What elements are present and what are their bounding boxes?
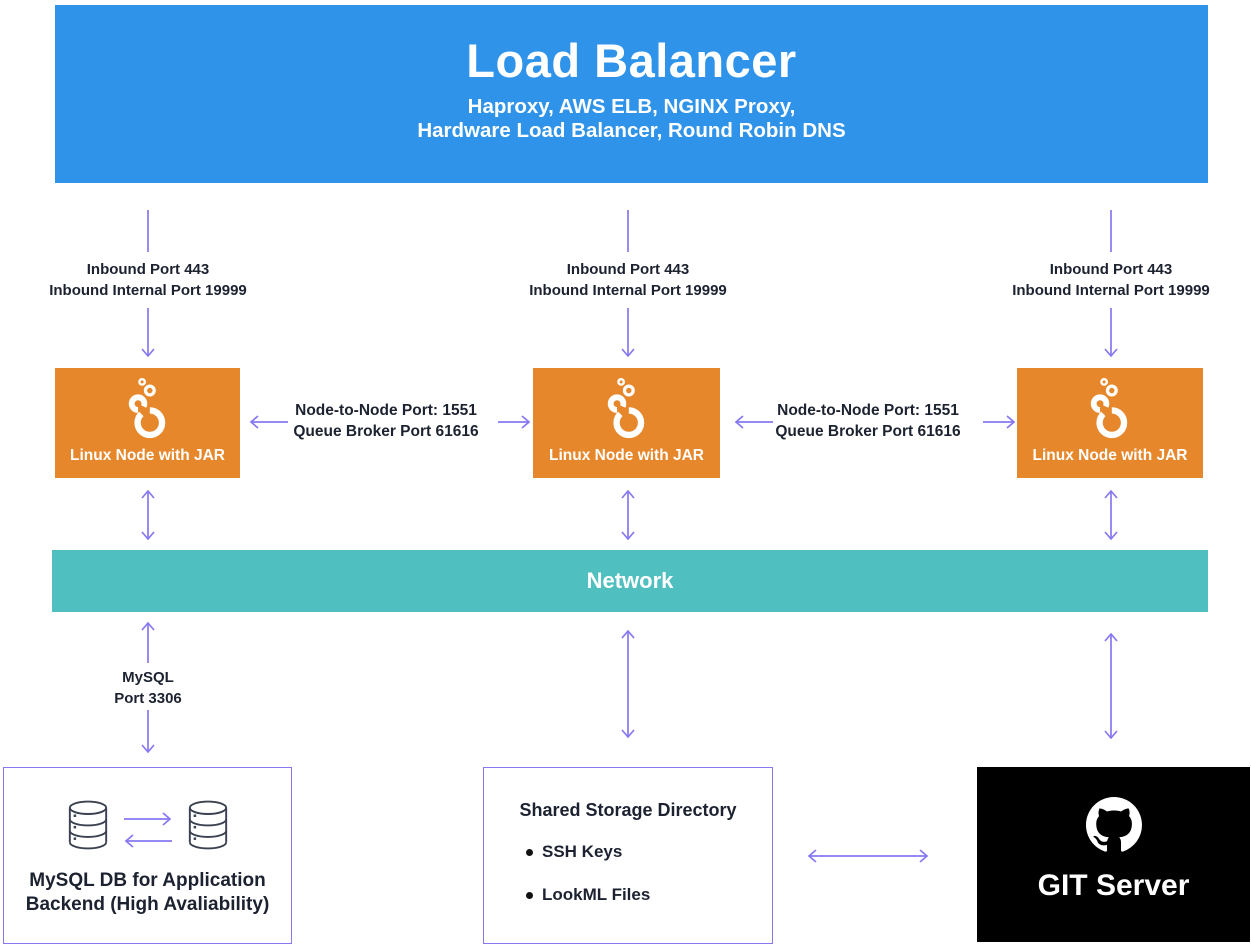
arrow-down-to-node-2 (621, 308, 635, 358)
load-balancer-box: Load Balancer Haproxy, AWS ELB, NGINX Pr… (55, 5, 1208, 183)
network-bar: Network (52, 550, 1208, 612)
inbound-port-443-text: Inbound Port 443 (566, 261, 690, 278)
node-link-arrow-right (983, 415, 1016, 429)
network-storage-arrow (621, 629, 635, 739)
looker-icon (607, 378, 644, 439)
mysql-link-arrow-up (141, 621, 155, 663)
replication-arrow-right (124, 812, 172, 826)
storage-git-arrow (807, 849, 929, 863)
lb-to-node-line-3 (1110, 210, 1112, 252)
node-network-arrow-3 (1104, 489, 1118, 541)
shared-storage-box: Shared Storage Directory SSH Keys LookML… (483, 767, 773, 944)
inbound-ports-label-1: Inbound Port 443 Inbound Internal Port 1… (8, 259, 288, 301)
node-to-node-label: Node-to-Node Port: 1551 Queue Broker Por… (768, 400, 968, 442)
inbound-port-443-text: Inbound Port 443 (86, 261, 210, 278)
node-to-node-label: Node-to-Node Port: 1551 Queue Broker Por… (286, 400, 486, 442)
mysql-db-label-line2: Backend (High Avaliability) (25, 894, 270, 915)
inbound-ports-label-3: Inbound Port 443 Inbound Internal Port 1… (971, 259, 1251, 301)
inbound-internal-port-text: Inbound Internal Port 19999 (529, 282, 727, 299)
bullet-icon (526, 848, 533, 856)
database-icon (68, 800, 108, 850)
linux-node-box-2: Linux Node with JAR (533, 368, 720, 478)
storage-item-ssh-keys: SSH Keys (526, 842, 622, 862)
node-link-arrow-left (249, 415, 288, 429)
storage-item-lookml-files: LookML Files (526, 885, 650, 905)
load-balancer-title: Load Balancer (466, 34, 797, 87)
linux-node-box-3: Linux Node with JAR (1017, 368, 1203, 478)
linux-node-label: Linux Node with JAR (70, 447, 225, 464)
inbound-port-443-text: Inbound Port 443 (1049, 261, 1173, 278)
storage-item-label: LookML Files (542, 885, 651, 904)
storage-item-label: SSH Keys (542, 842, 623, 861)
node-network-arrow-2 (621, 489, 635, 541)
arrow-down-to-node-3 (1104, 308, 1118, 358)
load-balancer-subtitle-line1: Haproxy, AWS ELB, NGINX Proxy, (467, 95, 796, 118)
bullet-icon (526, 891, 533, 899)
mysql-db-box: MySQL DB for Application Backend (High A… (3, 767, 292, 944)
linux-node-box-1: Linux Node with JAR (55, 368, 240, 478)
network-label: Network (586, 568, 674, 593)
node-network-arrow-1 (141, 489, 155, 541)
inbound-internal-port-text: Inbound Internal Port 19999 (1012, 282, 1210, 299)
mysql-text: MySQL (122, 669, 174, 686)
mysql-db-label-line1: MySQL DB for Application (29, 870, 266, 891)
storage-title: Shared Storage Directory (519, 800, 737, 820)
lb-to-node-line-2 (627, 210, 629, 252)
git-server-box: GIT Server (977, 767, 1250, 942)
github-icon (1085, 797, 1142, 852)
mysql-db-label: MySQL DB for Application Backend (High A… (4, 869, 291, 917)
queue-broker-text: Queue Broker Port 61616 (775, 423, 961, 440)
inbound-ports-label-2: Inbound Port 443 Inbound Internal Port 1… (488, 259, 768, 301)
mysql-port-label: MySQL Port 3306 (18, 667, 278, 709)
git-server-label: GIT Server (1037, 869, 1190, 902)
lb-to-node-line-1 (147, 210, 149, 252)
replication-arrow-left (124, 834, 172, 848)
looker-icon (128, 378, 165, 439)
linux-node-label: Linux Node with JAR (549, 447, 704, 464)
queue-broker-text: Queue Broker Port 61616 (293, 423, 479, 440)
node-link-arrow-right (498, 415, 531, 429)
database-icon (188, 800, 228, 850)
node-link-arrow-left (734, 415, 773, 429)
load-balancer-subtitle-line2: Hardware Load Balancer, Round Robin DNS (417, 119, 846, 142)
node-port-text: Node-to-Node Port: 1551 (295, 402, 477, 419)
mysql-port-text: Port 3306 (114, 690, 182, 707)
node-port-text: Node-to-Node Port: 1551 (777, 402, 959, 419)
inbound-internal-port-text: Inbound Internal Port 19999 (49, 282, 247, 299)
linux-node-label: Linux Node with JAR (1032, 447, 1188, 464)
arrow-down-to-node-1 (141, 308, 155, 358)
network-git-arrow (1104, 632, 1118, 740)
mysql-link-arrow-down (141, 710, 155, 754)
looker-icon (1090, 378, 1128, 439)
